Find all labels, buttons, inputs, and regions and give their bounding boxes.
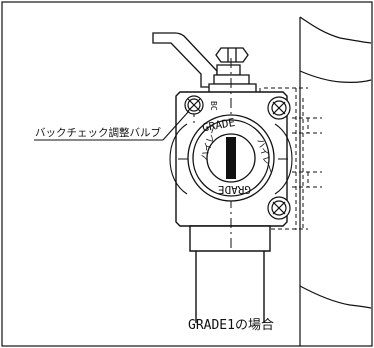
door-profile [299,16,372,346]
grade-dial [187,114,275,202]
dial-slot [226,137,236,179]
dial-side-bosses [169,123,293,195]
adjustment-valve-screw [184,95,204,115]
callout-leader [34,110,190,141]
lower-right-screw [267,196,291,220]
small-bc-mark: BC [209,101,218,111]
dial-bottom-text: GRADE [218,183,251,196]
upper-right-screw [267,96,291,120]
caption: GRADE1の場合 [188,318,274,333]
dial-top-text: GRADE [201,116,236,135]
callout-label: バックチェック調整バルブ [35,126,161,139]
